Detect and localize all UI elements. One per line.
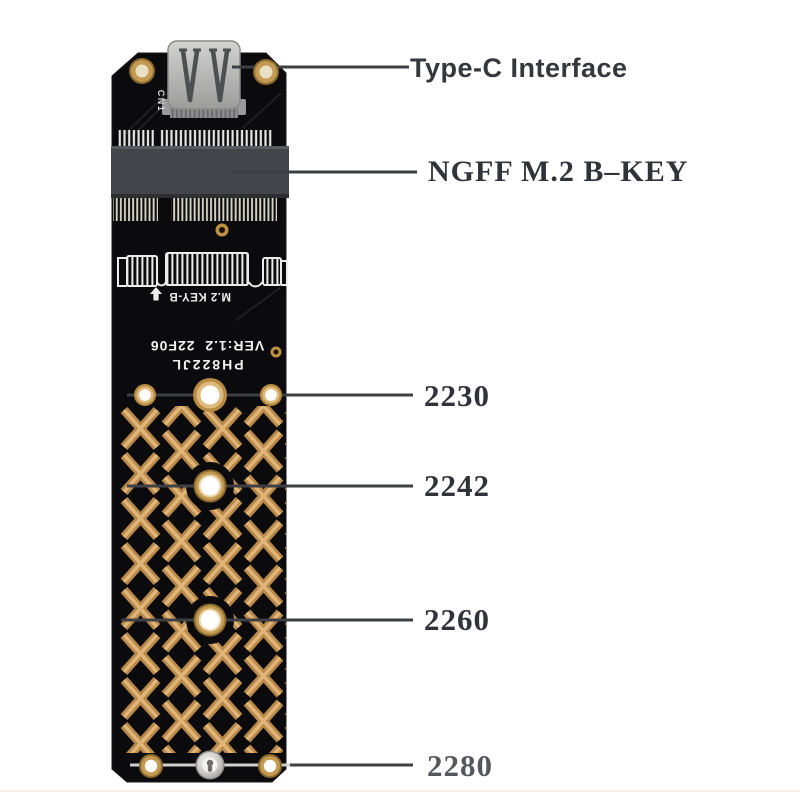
m2-slot-pins-top-right — [160, 130, 273, 146]
callout-2280-label: 2280 — [427, 748, 493, 783]
callout-typec-label: Type-C Interface — [410, 53, 628, 83]
silkscreen-model: PH822JL — [170, 357, 244, 373]
m2-slot-pins-top-left — [117, 130, 154, 146]
mount-hole-bottom-left — [139, 754, 163, 778]
silkscreen-model-version: PH822JL VER:1.2 22F06 — [126, 336, 288, 374]
standoff-row-2230 — [134, 378, 282, 412]
mount-hole-top-left — [129, 58, 155, 84]
screw-2280 — [195, 750, 225, 780]
silkscreen-keyb-row: M.2 KEY-B — [150, 287, 250, 304]
typec-contact-left — [180, 50, 200, 103]
up-arrow-icon — [150, 287, 162, 301]
callout-2230-label: 2230 — [424, 378, 490, 413]
standoff-hole-2260 — [193, 603, 227, 637]
m2-slot-pins-bottom-right — [171, 198, 277, 221]
mount-hole-bottom-right — [258, 754, 282, 778]
silkscreen-version: VER:1.2 22F06 — [149, 338, 265, 354]
callout-ngff-label: NGFF M.2 B–KEY — [428, 155, 689, 188]
photo-bottom-edge — [0, 790, 800, 792]
mount-hole-top-right — [253, 59, 279, 85]
typec-contact-right — [210, 50, 230, 103]
gold-via — [270, 346, 282, 358]
pcb-gold-lattice — [120, 406, 286, 753]
typec-connector — [162, 40, 246, 118]
silkscreen-m2-footprint — [117, 252, 288, 288]
m2-slot-pins-bottom-left — [113, 198, 158, 221]
silkscreen-keyb-label: M.2 KEY-B — [168, 289, 231, 302]
gold-via — [215, 223, 229, 237]
callout-2242-label: 2242 — [424, 468, 490, 503]
standoff-hole-2242 — [193, 469, 227, 503]
callout-2260-label: 2260 — [424, 602, 490, 637]
silkscreen-cn1-label: CN1 — [156, 89, 166, 113]
